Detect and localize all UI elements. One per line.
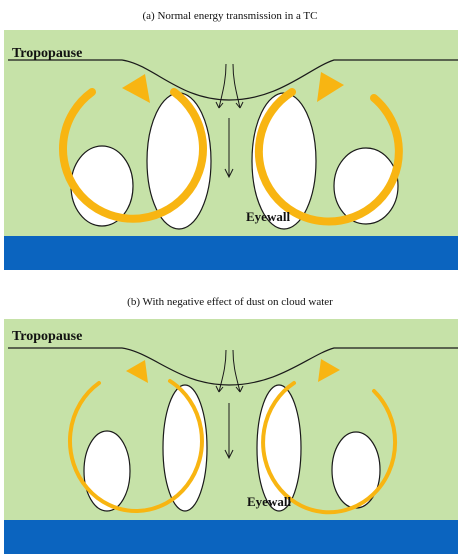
circulation-arrow-left bbox=[67, 379, 204, 513]
tropopause-label: Tropopause bbox=[12, 46, 82, 61]
circulation-arrow-left bbox=[59, 88, 207, 223]
panel-b-caption: (b) With negative effect of dust on clou… bbox=[127, 296, 333, 308]
ocean-surface bbox=[4, 520, 458, 554]
eyewall-label: Eyewall bbox=[246, 209, 290, 224]
eye-subsidence-arrow-left bbox=[218, 349, 227, 393]
eyewall-label: Eyewall bbox=[247, 494, 291, 509]
tropopause-line bbox=[8, 59, 458, 101]
eye-subsidence-arrow-right bbox=[232, 63, 241, 109]
circulation-arrowhead-right bbox=[317, 72, 344, 102]
outer-cloud-right bbox=[333, 147, 399, 225]
circulation-arrowhead-left bbox=[122, 74, 150, 103]
tropopause-line bbox=[8, 347, 458, 386]
panel-a-diagram: Tropopause Eyewall bbox=[4, 30, 458, 270]
circulation-arrow-right bbox=[254, 88, 403, 226]
panel-a-caption: (a) Normal energy transmission in a TC bbox=[142, 10, 318, 22]
circulation-arrowhead-left bbox=[126, 360, 148, 383]
eye-subsidence-arrow-right bbox=[232, 349, 241, 393]
circulation-arrowhead-right bbox=[318, 359, 340, 382]
circulation-arrow-right bbox=[261, 381, 398, 515]
eye-subsidence-arrow-left bbox=[218, 63, 227, 109]
tropopause-label: Tropopause bbox=[12, 329, 82, 344]
panel-b-diagram: Tropopause Eyewall bbox=[4, 319, 458, 554]
ocean-surface bbox=[4, 236, 458, 270]
outer-cloud-left bbox=[83, 430, 131, 512]
